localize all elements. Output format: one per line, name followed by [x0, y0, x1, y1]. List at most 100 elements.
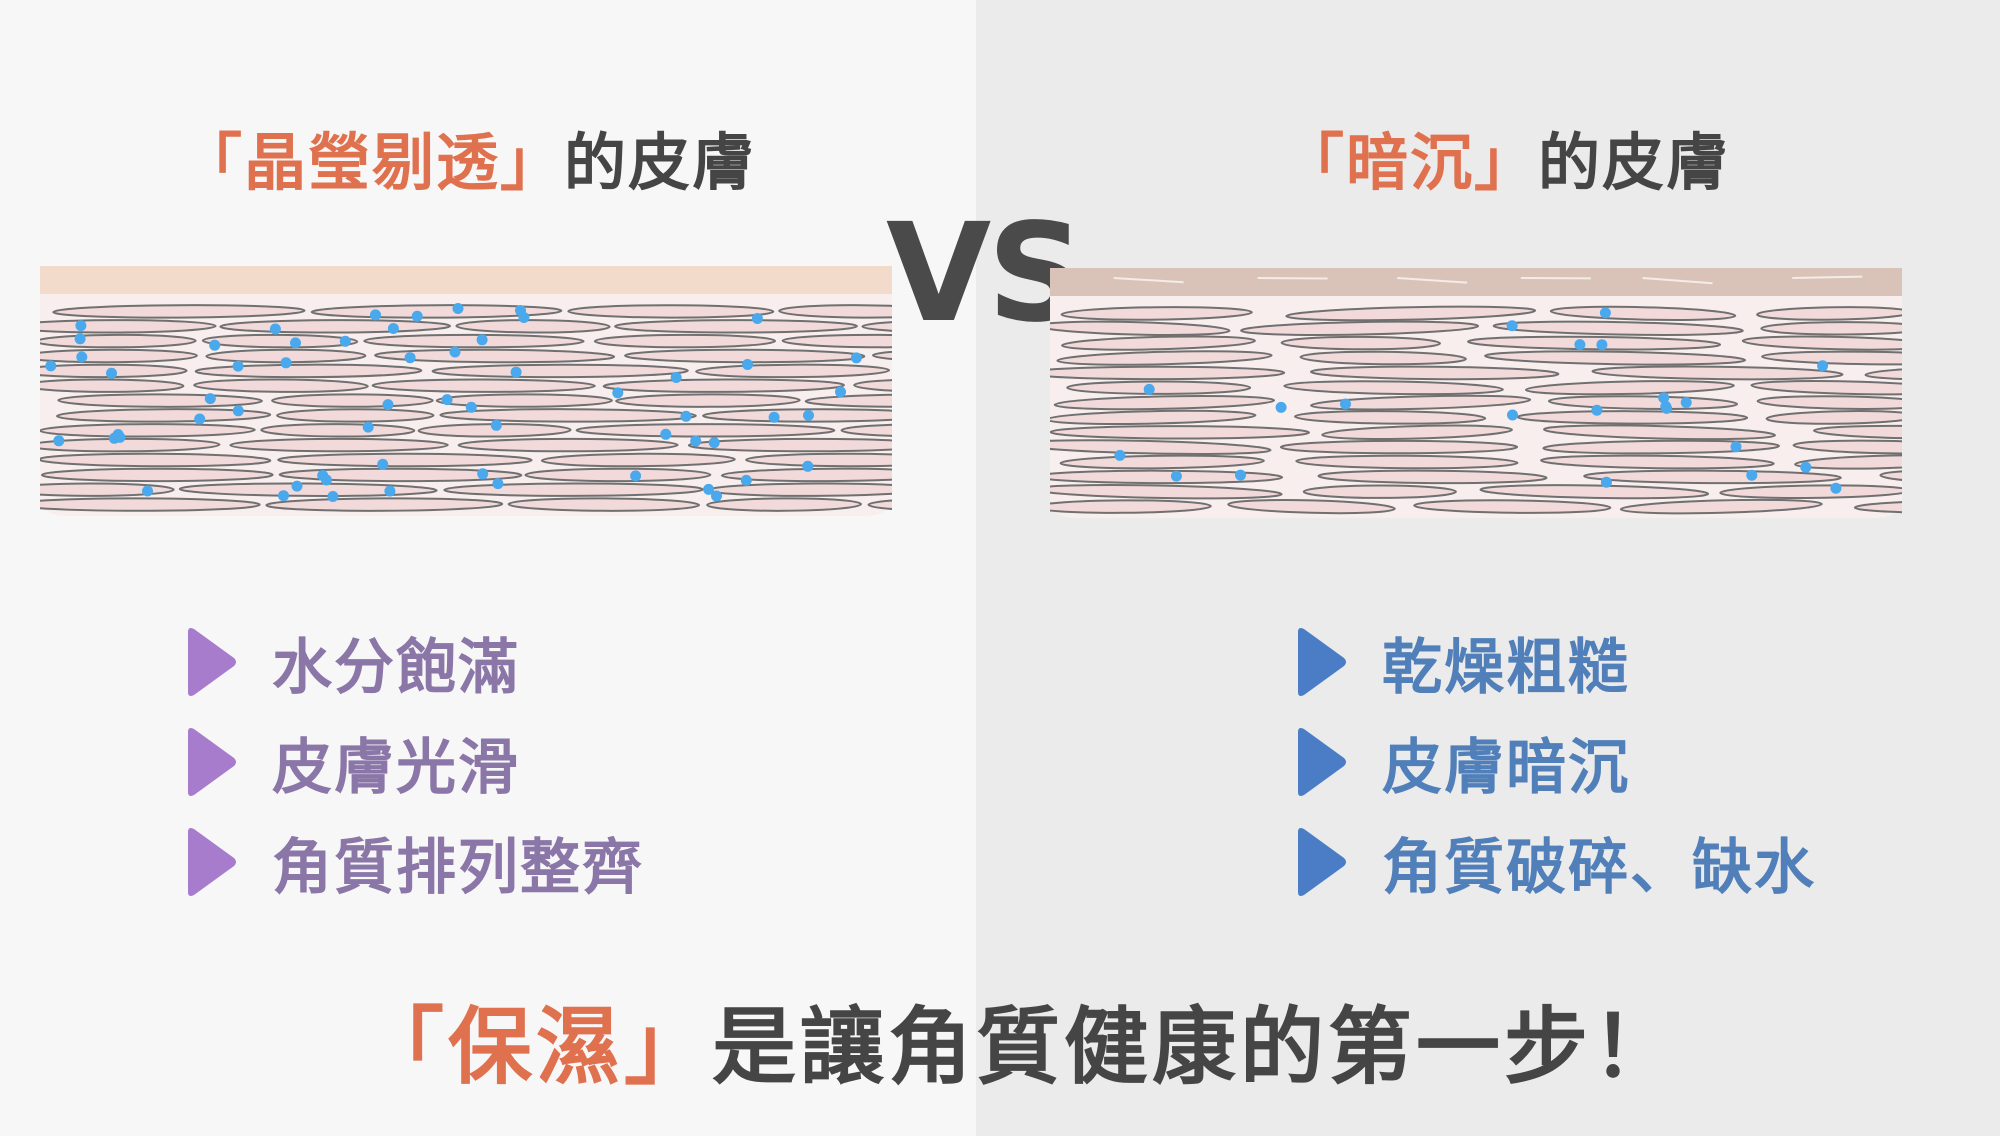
skin-cell — [178, 482, 438, 497]
water-droplet-icon — [1599, 307, 1611, 319]
water-droplet-icon — [411, 310, 423, 322]
water-droplet-icon — [209, 339, 221, 351]
water-droplet-icon — [708, 437, 720, 449]
play-triangle-icon — [188, 728, 236, 796]
water-droplet-icon — [660, 428, 672, 440]
skin-cell — [435, 393, 613, 408]
skin-cell — [40, 333, 197, 349]
list-item-label: 水分飽滿 — [272, 632, 520, 703]
skin-cell — [778, 304, 892, 319]
right-heading-rest: 的皮膚 — [1538, 126, 1731, 199]
skin-cell — [40, 452, 272, 468]
water-droplet-icon — [142, 485, 153, 497]
list-item: 皮膚暗沉 — [1294, 712, 1816, 812]
skin-cell — [1864, 365, 1902, 381]
skin-cell — [781, 333, 892, 349]
skin-cell — [40, 497, 261, 512]
water-droplet-icon — [1658, 392, 1670, 404]
water-droplet-icon — [1830, 482, 1842, 494]
water-droplet-icon — [1275, 401, 1287, 413]
right-panel-background — [976, 0, 2000, 1136]
water-droplet-icon — [1114, 449, 1126, 461]
skin-cell — [593, 333, 776, 349]
skin-cell — [439, 408, 697, 423]
water-droplet-icon — [803, 409, 814, 421]
skin-cell — [40, 378, 185, 393]
water-droplet-icon — [612, 387, 624, 399]
skin-cell — [1050, 425, 1310, 440]
skin-cell — [193, 378, 369, 393]
skin-cell — [1060, 306, 1253, 321]
skin-cell — [1479, 484, 1710, 500]
skin-cell — [867, 497, 892, 512]
water-droplet-icon — [703, 483, 715, 495]
skin-cell — [278, 467, 523, 483]
play-triangle-icon — [1298, 628, 1346, 696]
water-droplet-icon — [441, 394, 453, 406]
skin-cell — [40, 348, 198, 364]
water-droplet-icon — [751, 313, 763, 324]
list-item: 水分飽滿 — [184, 612, 644, 712]
skin-cell — [1317, 469, 1548, 485]
skin-cell — [1484, 350, 1747, 366]
skin-cell — [1061, 335, 1256, 351]
water-droplet-icon — [835, 386, 846, 398]
skin-cell — [41, 467, 274, 483]
list-item-label: 角質排列整齊 — [272, 832, 644, 903]
bottom-rest: 是讓角質健康的第一步！ — [712, 998, 1681, 1096]
left-heading-highlight: 「晶瑩剔透」 — [180, 126, 565, 199]
water-droplet-icon — [1730, 441, 1742, 453]
skin-cell — [40, 437, 221, 453]
skin-cell — [695, 363, 891, 379]
skin-cell — [1813, 424, 1902, 440]
play-triangle-icon — [1298, 728, 1346, 796]
water-droplet-icon — [1600, 476, 1612, 488]
water-droplet-icon — [1143, 383, 1155, 395]
water-droplet-icon — [630, 470, 642, 482]
skin-cell — [374, 348, 616, 364]
skin-cell — [371, 378, 596, 393]
water-droplet-icon — [711, 490, 722, 502]
water-droplet-icon — [291, 480, 303, 492]
skin-cell — [57, 393, 263, 408]
water-droplet-icon — [490, 419, 502, 431]
skin-cell — [1542, 439, 1780, 455]
skin-cell — [614, 319, 858, 334]
skin-cell — [1761, 350, 1902, 366]
water-droplet-icon — [317, 470, 329, 481]
skin-cell — [1467, 335, 1722, 351]
skin-cell — [1283, 380, 1504, 396]
skin-cell — [1794, 454, 1902, 470]
skin-cell — [1294, 410, 1487, 425]
skin-cell — [271, 393, 434, 408]
list-item: 角質排列整齊 — [184, 812, 644, 912]
water-droplet-icon — [74, 333, 86, 345]
skin-cell — [1295, 454, 1519, 470]
water-droplet-icon — [1170, 470, 1182, 482]
skin-cell — [40, 482, 175, 497]
skin-cell — [615, 393, 801, 408]
skin-cell — [1543, 424, 1776, 441]
skin-cell — [194, 363, 423, 379]
water-droplet-icon — [1596, 339, 1608, 351]
skin-cell — [540, 452, 736, 468]
play-triangle-icon — [1298, 828, 1346, 896]
list-item: 角質破碎、缺水 — [1294, 812, 1816, 912]
skin-cell — [1050, 365, 1286, 381]
water-droplet-icon — [768, 411, 780, 423]
skin-cell — [1321, 424, 1513, 441]
skin-cell — [431, 363, 689, 379]
water-droplet-icon — [404, 352, 416, 364]
water-droplet-icon — [1817, 360, 1829, 372]
water-droplet-icon — [476, 334, 488, 346]
skin-cell — [363, 333, 585, 349]
skin-cell — [1227, 499, 1396, 515]
skin-cell — [1302, 484, 1457, 499]
skin-cell — [40, 319, 217, 334]
water-droplet-icon — [1800, 461, 1812, 473]
water-droplet-icon — [742, 359, 753, 370]
list-item-label: 乾燥粗糙 — [1382, 632, 1630, 703]
skin-cell — [1056, 350, 1273, 366]
skin-cell — [804, 393, 892, 408]
skin-cell — [1719, 484, 1902, 500]
